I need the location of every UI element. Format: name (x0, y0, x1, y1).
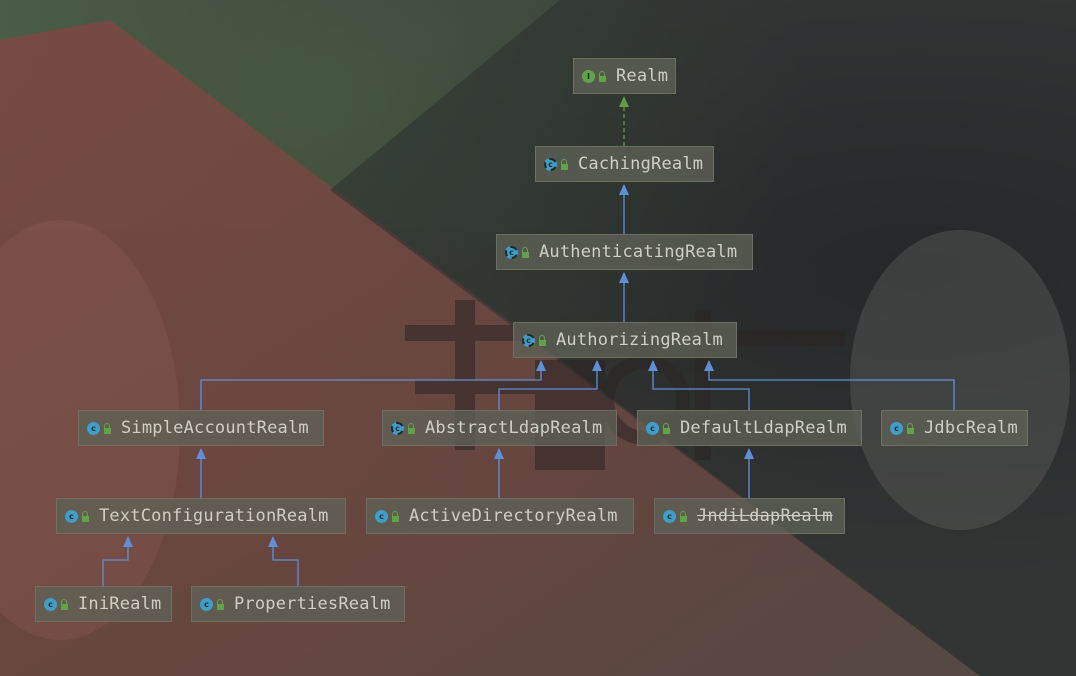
node-default-ldap-realm[interactable]: c DefaultLdapRealm (637, 410, 862, 446)
edge-defaultldap-to-authorizing (652, 361, 750, 410)
public-access-icon (61, 598, 68, 610)
node-authenticating-realm[interactable]: c AuthenticatingRealm (496, 234, 753, 270)
class-icon: c (44, 597, 57, 611)
node-caching-realm[interactable]: c CachingRealm (535, 146, 714, 182)
node-label: SimpleAccountRealm (121, 418, 309, 438)
node-jdbc-realm[interactable]: c JdbcRealm (881, 410, 1028, 446)
public-access-icon (561, 158, 568, 170)
public-access-icon (539, 334, 546, 346)
public-access-icon (408, 422, 415, 434)
abstract-class-icon: c (505, 245, 518, 259)
edge-caching-to-realm-arrowhead (619, 96, 629, 107)
node-label: CachingRealm (578, 154, 704, 174)
public-access-icon (522, 246, 529, 258)
edge-properties-to-textconfig (272, 537, 299, 586)
class-icon: c (890, 421, 903, 435)
node-text-configuration-realm[interactable]: c TextConfigurationRealm (56, 498, 346, 534)
node-label: JdbcRealm (924, 418, 1018, 438)
abstract-class-icon: c (544, 157, 557, 171)
public-access-icon (104, 422, 111, 434)
node-authorizing-realm[interactable]: c AuthorizingRealm (513, 322, 737, 358)
node-jndi-ldap-realm[interactable]: c JndiLdapRealm (654, 498, 845, 534)
class-icon: c (375, 509, 388, 523)
node-label: JndiLdapRealm (697, 506, 833, 526)
edge-jdbc-to-authorizing (708, 361, 955, 410)
node-label: TextConfigurationRealm (99, 506, 329, 526)
node-simple-account-realm[interactable]: c SimpleAccountRealm (78, 410, 324, 446)
node-label: IniRealm (78, 594, 162, 614)
abstract-class-icon: c (391, 421, 404, 435)
class-icon: c (646, 421, 659, 435)
public-access-icon (663, 422, 670, 434)
public-access-icon (680, 510, 687, 522)
node-label: AbstractLdapRealm (425, 418, 603, 438)
public-access-icon (907, 422, 914, 434)
node-realm[interactable]: I Realm (573, 58, 676, 94)
node-label: DefaultLdapRealm (680, 418, 847, 438)
abstract-class-icon: c (522, 333, 535, 347)
interface-icon: I (582, 69, 595, 83)
node-abstract-ldap-realm[interactable]: c AbstractLdapRealm (382, 410, 617, 446)
node-label: PropertiesRealm (234, 594, 391, 614)
node-label: Realm (616, 66, 669, 86)
class-icon: c (200, 597, 213, 611)
public-access-icon (392, 510, 399, 522)
class-icon: c (663, 509, 676, 523)
edge-simpleaccount-to-authorizing (200, 361, 542, 410)
node-properties-realm[interactable]: c PropertiesRealm (191, 586, 405, 622)
public-access-icon (217, 598, 224, 610)
edge-abstractldap-to-authorizing (498, 361, 598, 410)
edge-ini-to-textconfig (102, 537, 129, 586)
node-label: AuthenticatingRealm (539, 242, 738, 262)
node-label: ActiveDirectoryRealm (409, 506, 618, 526)
class-icon: c (65, 509, 78, 523)
node-label: AuthorizingRealm (556, 330, 723, 350)
public-access-icon (82, 510, 89, 522)
node-ini-realm[interactable]: c IniRealm (35, 586, 172, 622)
node-active-directory-realm[interactable]: c ActiveDirectoryRealm (366, 498, 634, 534)
class-icon: c (87, 421, 100, 435)
edge-authorizing-to-authenticating-arrowhead (619, 272, 629, 283)
edge-authenticating-to-caching-arrowhead (619, 184, 629, 195)
public-access-icon (599, 70, 606, 82)
